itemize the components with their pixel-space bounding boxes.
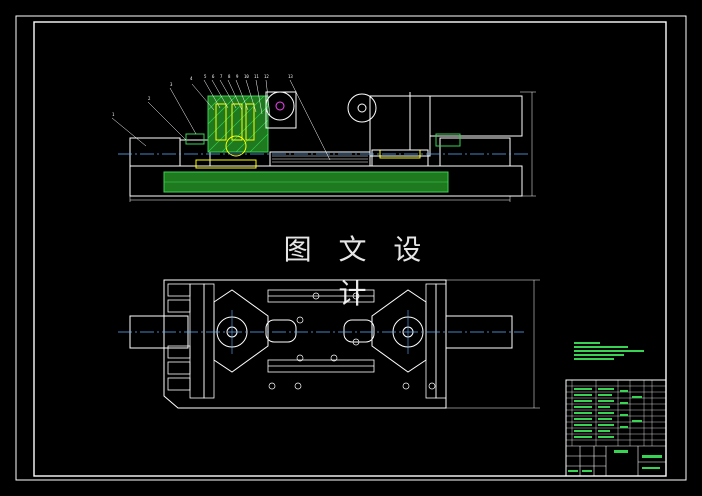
svg-text:8: 8	[228, 74, 231, 79]
left-jaw-top	[213, 289, 269, 373]
svg-text:10: 10	[244, 74, 249, 79]
svg-text:7: 7	[220, 74, 223, 79]
right-jaw	[369, 95, 431, 157]
svg-text:5: 5	[204, 74, 207, 79]
title-block	[565, 379, 667, 477]
svg-text:9: 9	[236, 74, 239, 79]
svg-text:6: 6	[212, 74, 215, 79]
cam-left	[265, 91, 295, 121]
svg-text:13: 13	[288, 74, 293, 79]
svg-text:2: 2	[148, 96, 151, 101]
left-shaft	[129, 137, 181, 167]
watermark-text: 图 文 设 计	[272, 228, 442, 310]
top-plan-view	[118, 279, 540, 409]
svg-text:11: 11	[254, 74, 259, 79]
svg-text:12: 12	[264, 74, 269, 79]
guide-bar	[269, 151, 371, 167]
right-shaft	[439, 137, 511, 167]
svg-text:1: 1	[112, 112, 115, 117]
drawing-frame	[15, 15, 687, 481]
vise-body-top	[163, 279, 447, 409]
right-jaw-top	[371, 289, 427, 373]
technical-notes	[574, 342, 644, 360]
svg-text:4: 4	[190, 76, 193, 81]
cam-right	[347, 93, 377, 123]
svg-text:3: 3	[170, 82, 173, 87]
